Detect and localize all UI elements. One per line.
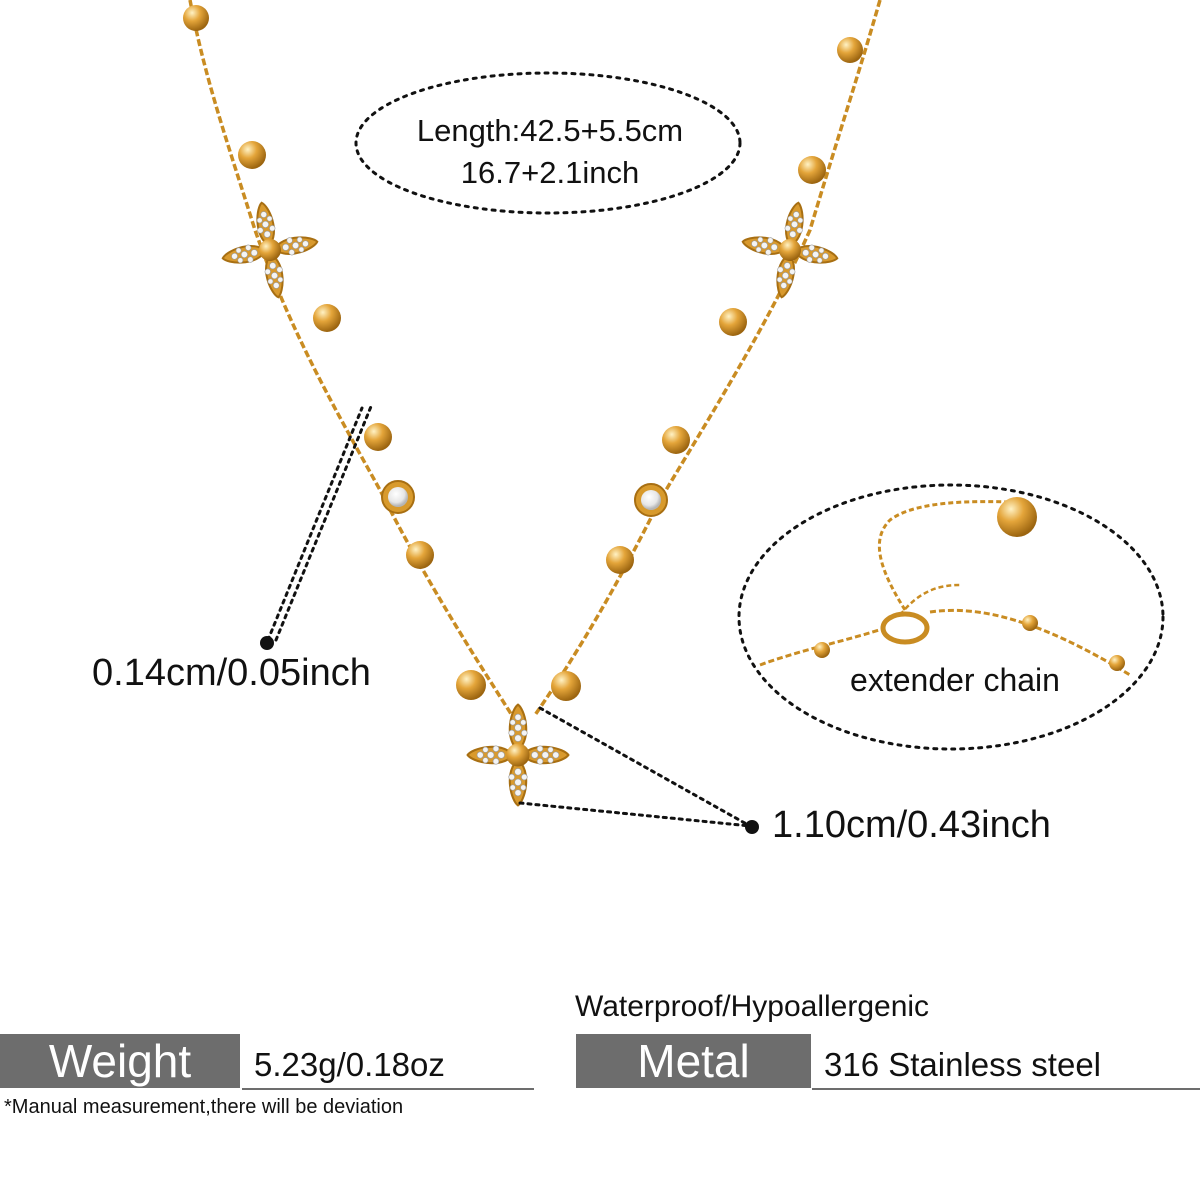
length-inch: 16.7+2.1inch	[460, 155, 640, 190]
chain-thickness-label: 0.14cm/0.05inch	[92, 652, 371, 694]
thickness-marker	[260, 636, 274, 650]
waterproof-tagline: Waterproof/Hypoallergenic	[575, 990, 930, 1023]
flower-size-label: 1.10cm/0.43inch	[772, 804, 1051, 846]
crystal-stations	[381, 480, 668, 517]
gold-beads	[183, 5, 863, 701]
metal-value: 316 Stainless steel	[812, 1034, 1200, 1090]
extender-chain-label: extender chain	[850, 662, 1060, 698]
length-callout-outline	[354, 71, 742, 215]
extender-callout-outline	[737, 483, 1165, 751]
measurement-note: *Manual measurement,there will be deviat…	[4, 1096, 404, 1118]
thickness-leader	[266, 402, 374, 642]
metal-label-box: Metal	[576, 1034, 811, 1088]
length-callout: Length:42.5+5.5cm 16.7+2.1inch	[360, 110, 740, 194]
flower-size-leader	[518, 706, 752, 828]
weight-value: 5.23g/0.18oz	[242, 1034, 534, 1090]
weight-label-box: Weight	[0, 1034, 240, 1088]
extender-chain-illustration	[759, 497, 1131, 677]
flower-charms	[213, 193, 847, 807]
flower-size-marker	[745, 820, 759, 834]
length-cm: Length:42.5+5.5cm	[416, 113, 684, 148]
necklace-chain	[188, 0, 882, 721]
